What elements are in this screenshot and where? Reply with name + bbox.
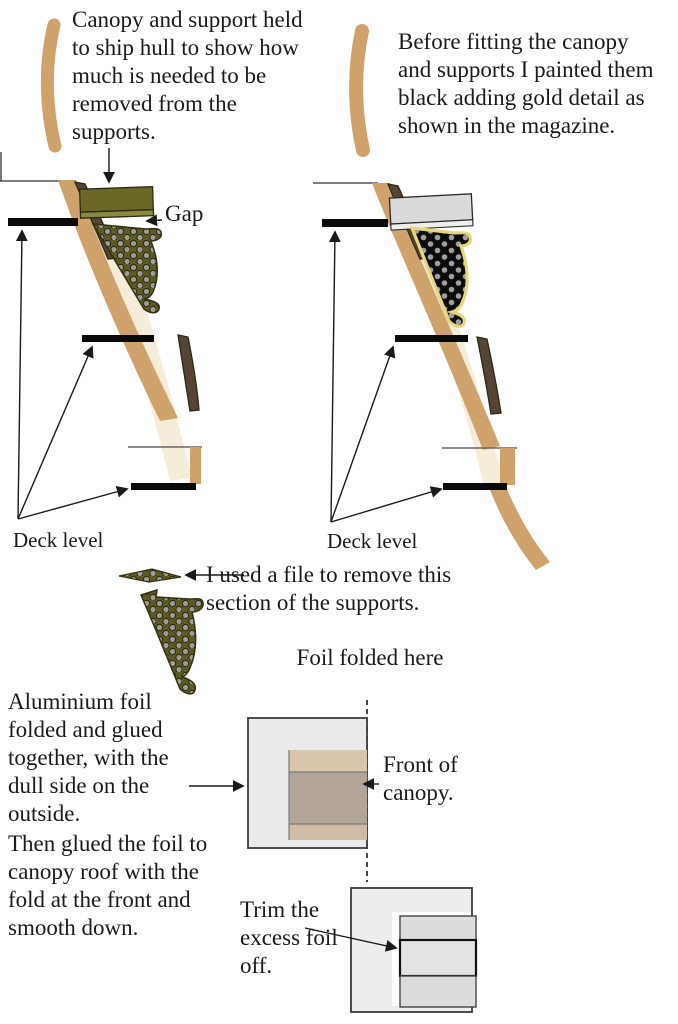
canopy-band-top: [289, 750, 367, 772]
hull-strip-right: [349, 24, 370, 157]
canopy-edge: [79, 208, 155, 219]
canopy-roof-right: [388, 193, 474, 225]
right-intro-note: Before fitting the canopy and supports I…: [398, 29, 654, 138]
right-assembly-diagram: [313, 182, 550, 570]
deck-level-label-left: Deck level: [13, 528, 104, 552]
deck-arrow-3: [17, 485, 129, 520]
canopy-support-left: [91, 223, 163, 314]
deck-arrow-2: [17, 345, 94, 520]
gap-label: Gap: [165, 201, 204, 226]
left-intro-note: Canopy and support held to ship hull to …: [72, 7, 303, 144]
deck-bar-2: [82, 335, 154, 342]
canopy-support-right-painted: [409, 226, 472, 328]
aluminium-note-part2: Then glued the foil to canopy roof with …: [8, 831, 208, 940]
canopy-roof: [78, 186, 155, 213]
deck-bar-1: [8, 218, 78, 226]
trim-note-arrow: [304, 927, 398, 952]
canopy-left: [78, 186, 155, 219]
hull-segment-small: [190, 447, 201, 484]
deck-bar-2-right: [395, 335, 468, 342]
trim-note: Trim the excess foil off.: [240, 897, 338, 978]
deck-arrow-1-right: [328, 230, 341, 523]
hull-strip-left: [40, 18, 62, 153]
deck-bar-3: [131, 483, 196, 490]
foil-folded-label: Foil folded here: [296, 645, 444, 670]
trim-canopy-band-mid: [398, 938, 478, 978]
deck-bar-3-right: [443, 483, 507, 490]
foil-fold-diagram: [189, 700, 379, 882]
left-assembly-diagram: [0, 148, 202, 520]
deck-arrow-2-right: [330, 345, 396, 523]
trim-canopy-band-top: [399, 915, 477, 941]
gap-arrow: [145, 214, 163, 227]
trim-canopy-band-bottom: [399, 975, 477, 1008]
canopy-band-mid: [289, 772, 367, 824]
ship-hull-right-lower: [490, 487, 550, 570]
aluminium-note-part1: Aluminium foil folded and glued together…: [8, 689, 169, 826]
filed-support: [139, 588, 204, 695]
hull-segment-small-right: [500, 448, 515, 485]
wale-strip-mid: [177, 334, 200, 412]
removed-sliver-group: [118, 568, 244, 583]
deck-level-label-right: Deck level: [327, 529, 418, 553]
ship-hull-right: [372, 183, 500, 450]
foil-trim-diagram: [304, 887, 478, 1013]
canopy-band-bottom: [289, 824, 367, 840]
file-note: I used a file to remove this section of …: [206, 562, 452, 615]
canopy-right: [388, 193, 474, 231]
front-of-canopy-label: Front of canopy.: [383, 752, 458, 805]
wale-strip-mid-right: [476, 336, 502, 415]
removed-sliver: [118, 568, 182, 583]
ship-hull: [58, 180, 178, 421]
deck-arrow-1: [15, 229, 28, 520]
deck-bar-1-right: [322, 219, 388, 227]
deck-arrow-3-right: [330, 486, 443, 523]
